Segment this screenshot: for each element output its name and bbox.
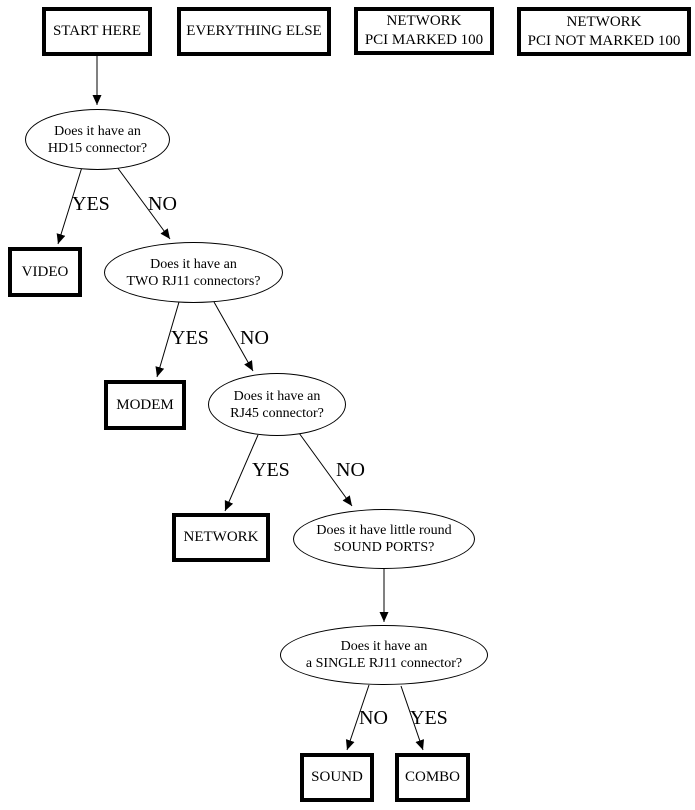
video-label: VIDEO <box>21 263 69 280</box>
network-pci-not-marked-line1: NETWORK <box>566 13 642 30</box>
node-modem: MODEM <box>104 380 186 430</box>
question-two-rj11-line2: TWO RJ11 connectors? <box>126 273 261 289</box>
edge-label-no-two-rj11: NO <box>240 327 269 349</box>
node-sound: SOUND <box>300 753 374 802</box>
network-label: NETWORK <box>183 529 259 545</box>
question-sound-ports: Does it have little round SOUND PORTS? <box>293 509 475 569</box>
question-single-rj11-connector: Does it have an a SINGLE RJ11 connector? <box>280 625 488 685</box>
start-here-label: START HERE <box>52 23 142 39</box>
edge-label-no-rj45: NO <box>336 459 365 481</box>
network-pci-not-marked-line2: PCI NOT MARKED 100 <box>527 32 681 49</box>
question-rj45-line1: Does it have an <box>233 388 321 404</box>
question-two-rj11-line1: Does it have an <box>150 256 237 272</box>
everything-else-label: EVERYTHING ELSE <box>186 23 322 39</box>
question-sound-ports-line2: SOUND PORTS? <box>333 540 435 555</box>
sound-label: SOUND <box>311 769 363 785</box>
edge-label-no-hd15: NO <box>148 193 177 215</box>
question-hd15-connector: Does it have an HD15 connector? <box>25 109 170 170</box>
question-two-rj11-connectors: Does it have an TWO RJ11 connectors? <box>104 242 283 303</box>
question-single-rj11-line2: a SINGLE RJ11 connector? <box>305 656 463 671</box>
edge-label-yes-rj45: YES <box>252 459 290 481</box>
node-network: NETWORK <box>172 513 270 562</box>
question-hd15-line1: Does it have an <box>54 123 141 139</box>
network-pci-marked-line2: PCI MARKED 100 <box>364 32 484 48</box>
edge-label-no-single-rj11: NO <box>359 707 388 729</box>
node-network-pci-marked-100: NETWORK PCI MARKED 100 <box>354 7 494 55</box>
edge-label-yes-single-rj11: YES <box>410 707 448 729</box>
combo-label: COMBO <box>404 769 460 785</box>
network-pci-marked-line1: NETWORK <box>386 13 462 29</box>
modem-label: MODEM <box>116 396 174 413</box>
node-network-pci-not-marked-100: NETWORK PCI NOT MARKED 100 <box>517 7 691 56</box>
edge-label-yes-two-rj11: YES <box>171 327 209 349</box>
node-video: VIDEO <box>8 247 82 297</box>
node-start-here: START HERE <box>42 7 152 56</box>
question-hd15-line2: HD15 connector? <box>47 140 148 156</box>
question-sound-ports-line1: Does it have little round <box>316 523 452 538</box>
question-single-rj11-line1: Does it have an <box>340 639 428 654</box>
edge-label-yes-hd15: YES <box>72 193 110 215</box>
question-rj45-line2: RJ45 connector? <box>230 405 324 421</box>
node-combo: COMBO <box>395 753 470 802</box>
node-everything-else: EVERYTHING ELSE <box>177 7 331 56</box>
question-rj45-connector: Does it have an RJ45 connector? <box>208 373 346 436</box>
